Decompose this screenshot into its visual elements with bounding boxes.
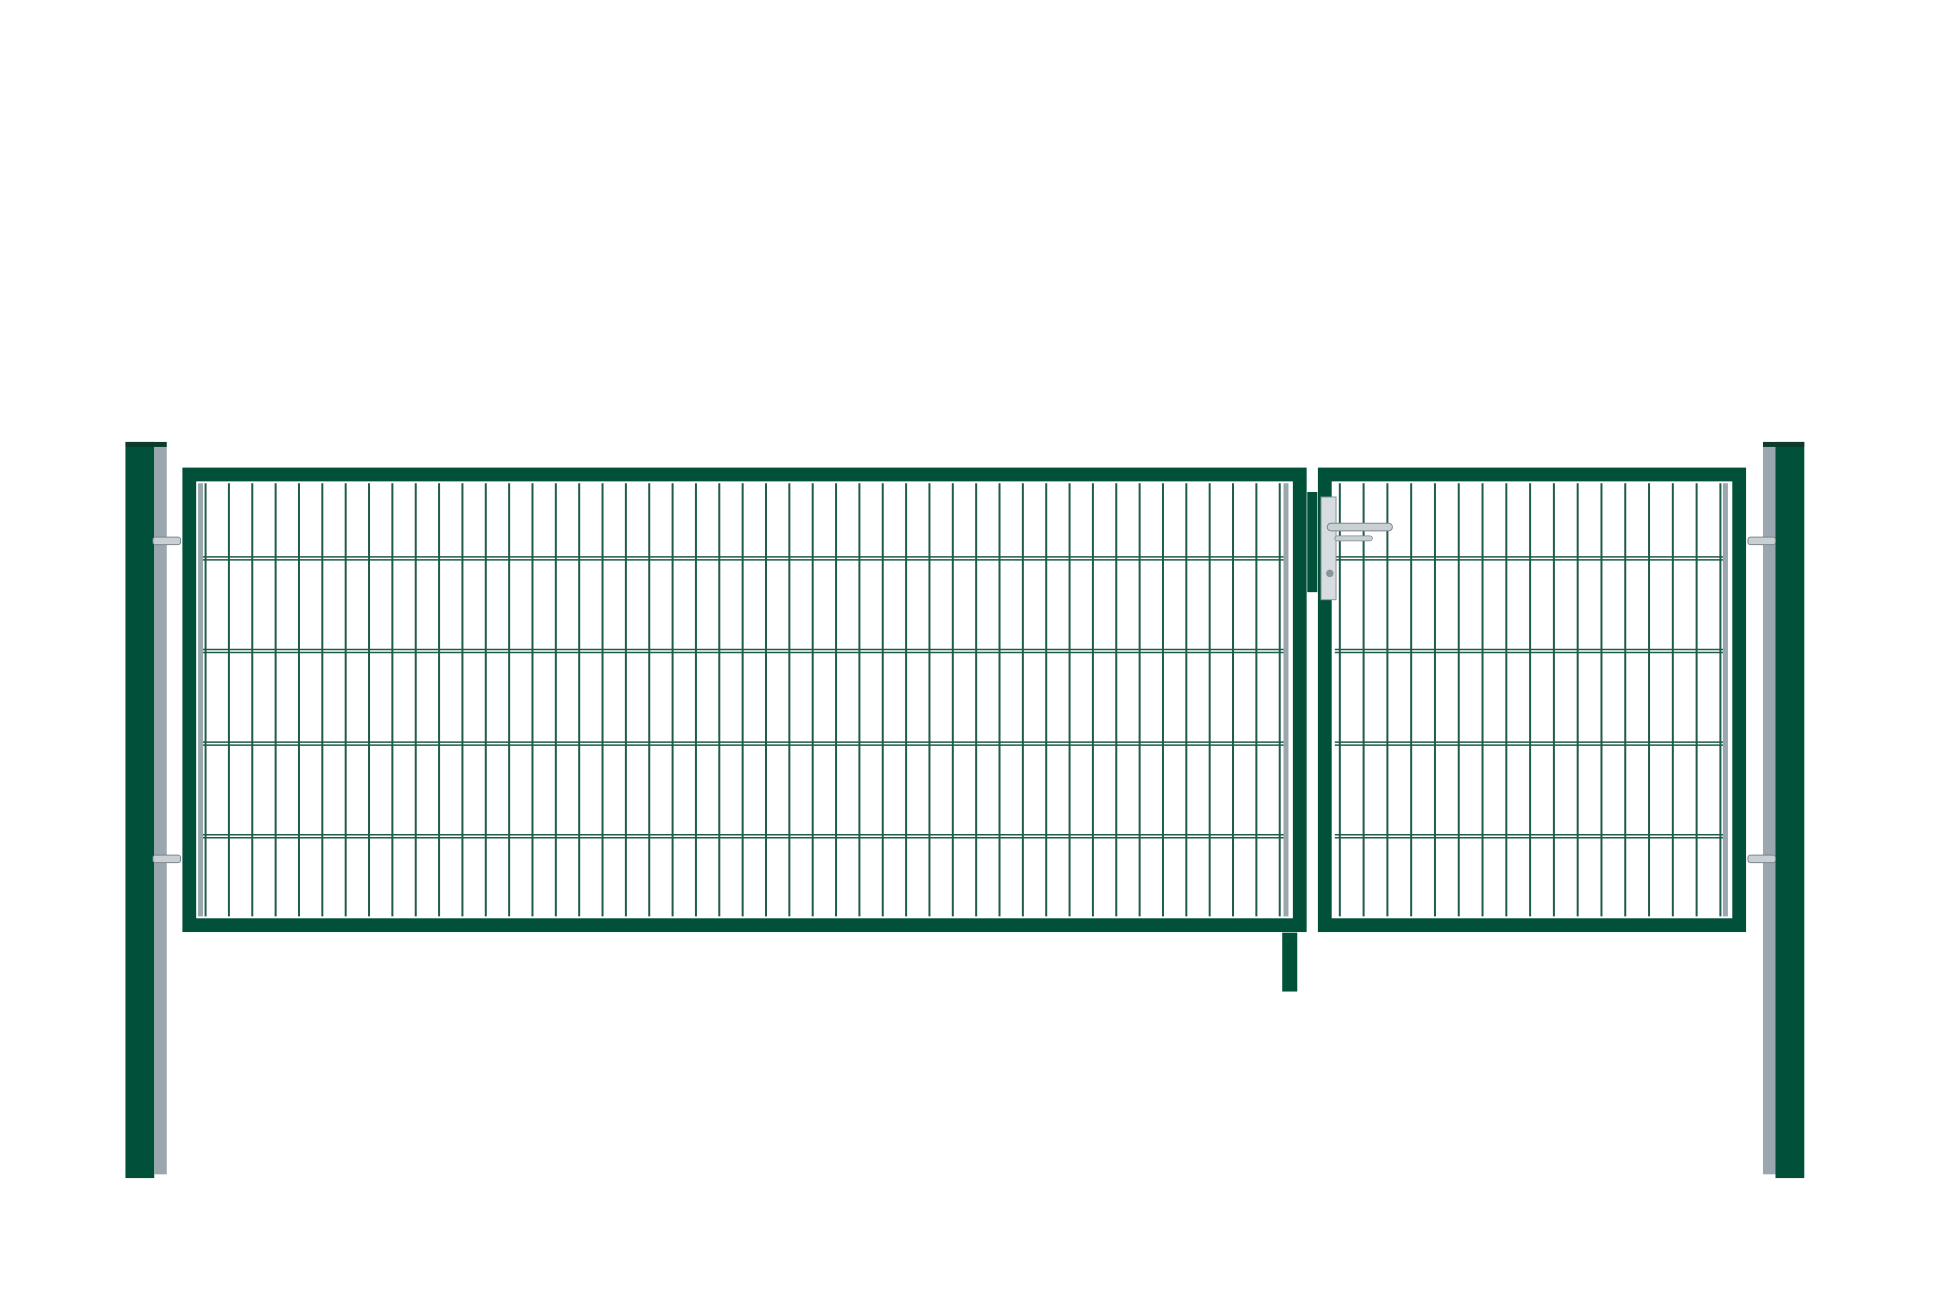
drop-bolt: [1282, 932, 1298, 992]
left-gate-leaf: [182, 467, 1307, 933]
right-gate-leaf: [1317, 467, 1747, 933]
right-mesh: [1334, 483, 1726, 917]
lock-and-handle: [1307, 492, 1393, 601]
hinges: [152, 536, 1776, 864]
left-post: [125, 441, 167, 1179]
left-mesh: [200, 483, 1285, 917]
right-post: [1762, 441, 1805, 1179]
